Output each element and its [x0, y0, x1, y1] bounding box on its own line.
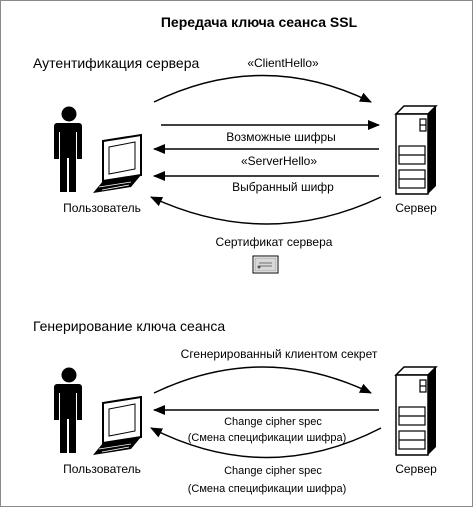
server-label: Сервер [395, 201, 437, 215]
server-change-cipher-sublabel: (Смена спецификации шифра) [188, 432, 347, 444]
server-icon [395, 105, 437, 195]
certificate-arrow [150, 196, 382, 225]
client-change-cipher-arrow [150, 427, 382, 459]
laptop-icon [92, 134, 142, 194]
secret-label: Сгенерированный клиентом секрет [181, 347, 378, 361]
server-hello-label: «ServerHello» [241, 154, 317, 168]
user-label: Пользователь [63, 201, 141, 215]
server-change-cipher-label: Change cipher spec [224, 416, 322, 428]
certificate-label: Сертификат сервера [216, 235, 333, 249]
laptop-icon [92, 396, 142, 456]
person-icon [54, 106, 82, 192]
chosen-cipher-label: Выбранный шифр [232, 180, 334, 194]
server-label: Сервер [395, 462, 437, 476]
diagram-title: Передача ключа сеанса SSL [161, 14, 358, 30]
person-icon [54, 367, 82, 453]
user-label: Пользователь [63, 462, 141, 476]
client-change-cipher-sublabel: (Смена спецификации шифра) [188, 483, 347, 495]
certificate-icon [252, 255, 279, 274]
server-icon [395, 366, 437, 456]
cipher-list-label: Возможные шифры [226, 130, 336, 144]
section2-heading: Генерирование ключа сеанса [33, 318, 225, 334]
client-secret-arrow [153, 366, 372, 394]
client-change-cipher-label: Change cipher spec [224, 465, 322, 477]
client-hello-label: «ClientHello» [247, 56, 319, 70]
section1-heading: Аутентификация сервера [33, 55, 199, 71]
client-hello-arrow [153, 74, 372, 103]
